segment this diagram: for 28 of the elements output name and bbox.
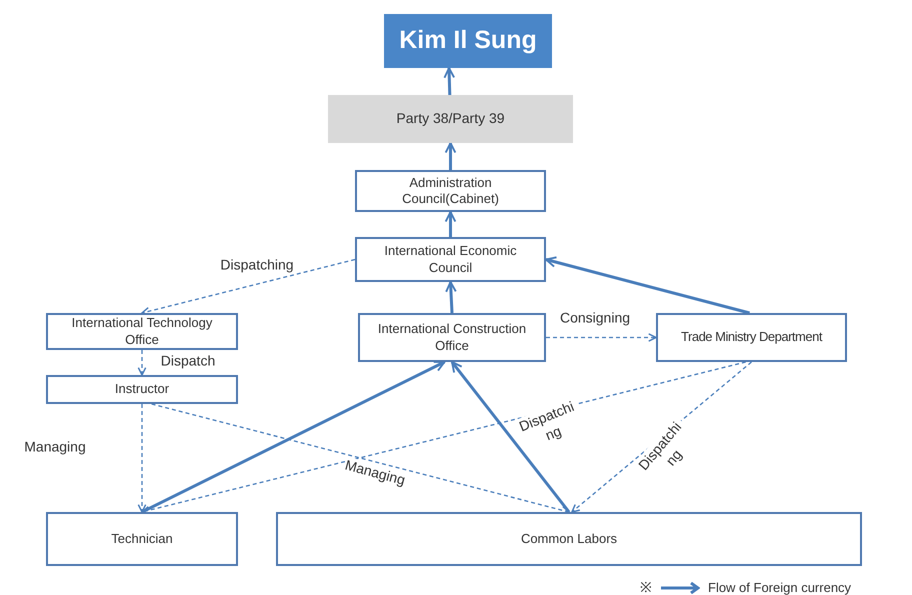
- edge-label: Consigning: [558, 309, 632, 327]
- arrow: [444, 142, 456, 170]
- org-box: Instructor: [46, 375, 238, 404]
- arrow: [450, 361, 570, 513]
- title-box: Kim Il Sung: [384, 14, 552, 68]
- arrow: [141, 258, 356, 316]
- org-box: Administration Council(Cabinet): [355, 170, 546, 212]
- org-box: Party 38/Party 39: [328, 95, 573, 143]
- arrow: [141, 361, 746, 514]
- arrow: [546, 333, 657, 342]
- arrow: [444, 211, 456, 237]
- org-box: International Construction Office: [358, 313, 546, 362]
- arrow: [545, 256, 750, 314]
- arrow: [151, 403, 570, 514]
- arrow: [138, 350, 146, 376]
- note-mark: ※: [640, 578, 652, 595]
- org-box: International Technology Office: [46, 313, 238, 350]
- legend-text: Flow of Foreign currency: [708, 578, 852, 595]
- arrow: [445, 281, 457, 314]
- org-box: Common Labors: [276, 512, 862, 566]
- org-box: Trade Ministry Department: [656, 313, 847, 362]
- edge-label: Managing: [23, 438, 87, 456]
- arrow: [138, 404, 146, 513]
- arrow: [444, 67, 456, 96]
- edge-label: Dispatch: [160, 352, 216, 370]
- edge-label: Dispatching: [219, 256, 295, 274]
- org-box: Technician: [46, 512, 238, 566]
- org-box: International Economic Council: [355, 237, 546, 282]
